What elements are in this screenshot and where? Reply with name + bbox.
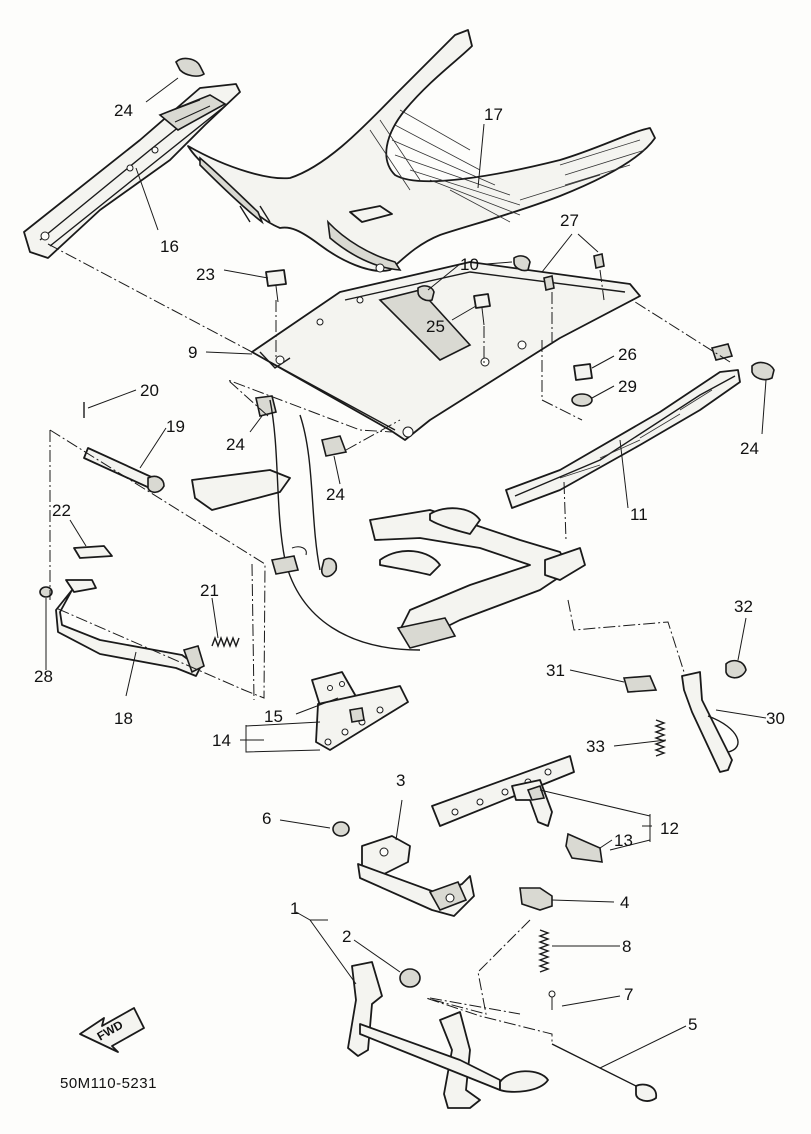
callout-32: 32 [734, 597, 753, 616]
center-stand-shaft-part-19 [83, 402, 165, 494]
callout-18: 18 [114, 709, 133, 728]
callout-24: 24 [326, 485, 345, 504]
callout-4: 4 [620, 893, 629, 912]
floor-frame-part-9 [251, 261, 641, 441]
footrest-part-12 [431, 755, 575, 827]
callout-33: 33 [586, 737, 605, 756]
callout-23: 23 [196, 265, 215, 284]
callout-22: 22 [52, 501, 71, 520]
callout-12: 12 [660, 819, 679, 838]
footrest-bracket-part-14 [311, 671, 409, 751]
callout-8: 8 [622, 937, 631, 956]
spring-part-21 [211, 636, 240, 648]
callout-9: 9 [188, 343, 197, 362]
callout-21: 21 [200, 581, 219, 600]
fasteners [255, 253, 605, 457]
nut-part-6 [332, 821, 350, 837]
callout-6: 6 [262, 809, 271, 828]
callout-10: 10 [460, 255, 479, 274]
shaft-part-5 [548, 990, 657, 1102]
callout-16: 16 [160, 237, 179, 256]
fwd-direction-arrow: FWD [79, 1007, 145, 1053]
callout-24: 24 [740, 439, 759, 458]
callout-13: 13 [614, 831, 633, 850]
bolt-part-4 [519, 887, 553, 911]
callout-28: 28 [34, 667, 53, 686]
callout-19: 19 [166, 417, 185, 436]
callout-5: 5 [688, 1015, 697, 1034]
callout-27: 27 [560, 211, 579, 230]
callout-2: 2 [342, 927, 351, 946]
assembly-lines [47, 243, 731, 1044]
callout-7: 7 [624, 985, 633, 1004]
callout-17: 17 [484, 105, 503, 124]
side-stand-part-30 [622, 659, 747, 773]
footrest-rubber-part-13 [565, 832, 603, 863]
floor-cover-part-17 [187, 29, 656, 273]
callout-26: 26 [618, 345, 637, 364]
callout-1: 1 [290, 899, 299, 918]
callout-15: 15 [264, 707, 283, 726]
spring-part-8 [538, 929, 550, 973]
callout-31: 31 [546, 661, 565, 680]
callouts: 24 17 16 27 23 10 25 9 26 20 29 24 19 24… [34, 101, 785, 1034]
main-frame [191, 399, 586, 651]
callout-3: 3 [396, 771, 405, 790]
diagram-code: 50M110-5231 [60, 1075, 157, 1092]
side-rail-part-11 [505, 343, 775, 509]
pad-part-22 [73, 545, 113, 559]
stand-bracket-part-3 [357, 835, 475, 917]
callout-14: 14 [212, 731, 231, 750]
callout-30: 30 [766, 709, 785, 728]
side-rail-part-16 [23, 57, 241, 259]
callout-29: 29 [618, 377, 637, 396]
center-stand-part-1 [347, 961, 549, 1109]
callout-24: 24 [114, 101, 133, 120]
callout-11: 11 [630, 505, 648, 524]
callout-25: 25 [426, 317, 445, 336]
callout-20: 20 [140, 381, 159, 400]
callout-24: 24 [226, 435, 245, 454]
leader-lines [45, 77, 767, 1069]
brake-pedal-part-18 [39, 579, 205, 677]
